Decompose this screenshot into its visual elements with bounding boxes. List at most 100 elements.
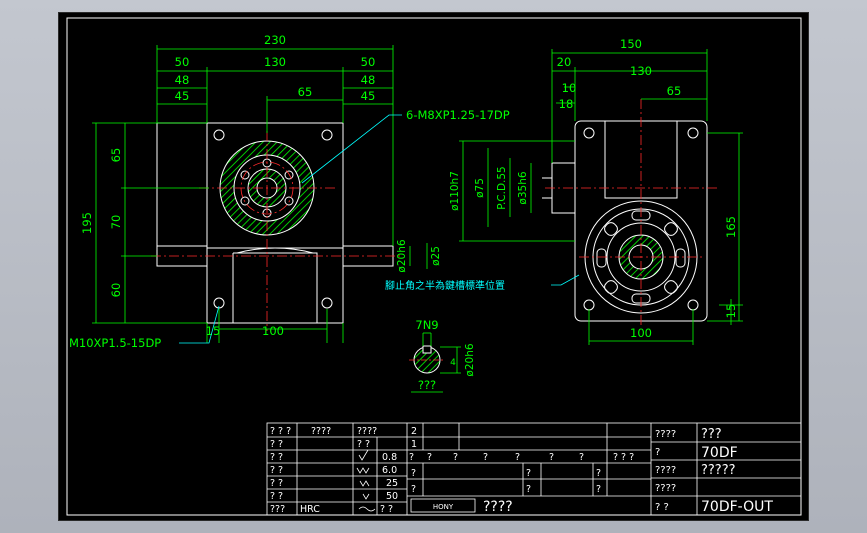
key-shaft-label: ø20h6 (464, 343, 476, 376)
dim-65-horizontal: 65 (298, 85, 313, 99)
tb-left-r6c2: ? ? (380, 504, 393, 515)
tb-sign-0: ? (411, 468, 416, 479)
tb-left-r6c0: ??? (270, 504, 285, 515)
dim-130-side: 130 (630, 64, 652, 78)
dim-18: 18 (559, 97, 574, 111)
tb-rev-bottom: 1 (411, 439, 417, 450)
tb-header-1: ? (427, 452, 432, 463)
callout-tapped-holes: 6-M8XP1.25-17DP (406, 108, 510, 122)
side-dimensions (459, 49, 743, 345)
dim-195: 195 (80, 212, 94, 234)
tb-header-5: ? (549, 452, 554, 463)
tb-right-label-2: ???? (655, 465, 676, 476)
dim-20: 20 (557, 55, 572, 69)
tb-header-6: ? (579, 452, 584, 463)
tb-left-r4c2: 25 (386, 478, 398, 489)
tb-left-r2c2: 0.8 (382, 452, 397, 463)
tb-left-r4c0: ? ? (270, 478, 283, 489)
front-centerlines (151, 131, 403, 331)
dim-pcd55: P.C.D.55 (496, 166, 508, 210)
tb-left-r0c1: ???? (311, 426, 331, 437)
tb-right-label-3: ???? (655, 483, 676, 494)
front-dimensions (92, 45, 428, 343)
dim-48-right: 48 (361, 73, 376, 87)
tb-left-r6c1: HRC (300, 504, 320, 515)
tb-company-logo: HONY (433, 503, 454, 511)
dim-15-front: 15 (206, 324, 221, 338)
drawing-canvas: 230 50 130 50 48 48 45 45 65 195 65 70 6… (66, 17, 802, 516)
tb-right-value-1: 70DF (701, 445, 738, 461)
dim-48-left: 48 (175, 73, 190, 87)
tb-sign-5: ? (596, 484, 601, 495)
surface-finish-symbols (356, 449, 376, 512)
tb-right-value-4: 70DF-OUT (701, 499, 773, 515)
title-right-cells: ???? ??? ? 70DF ???? ????? ???? ? ? 70DF… (655, 427, 773, 515)
dim-130: 130 (264, 55, 286, 69)
dim-100-front: 100 (262, 324, 284, 338)
tb-sign-4: ? (596, 468, 601, 479)
callout-base-holes: M10XP1.5-15DP (69, 336, 161, 350)
key-detail (409, 332, 461, 393)
tb-rev-top: 2 (411, 426, 417, 437)
dim-50-left: 50 (175, 55, 190, 69)
key-depth-label: 4 (450, 358, 456, 368)
front-leaders (179, 114, 402, 344)
tb-header-2: ? (453, 452, 458, 463)
dim-35h6: ø35h6 (517, 171, 529, 204)
dim-65-vertical: 65 (109, 148, 123, 163)
dim-150: 150 (620, 37, 642, 51)
dim-50-right: 50 (361, 55, 376, 69)
dim-15-side: 15 (724, 304, 738, 319)
tb-drawing-name: ???? (483, 499, 513, 515)
tb-left-r3c2: 6.0 (382, 465, 397, 476)
dim-10: 10 (562, 81, 577, 95)
tb-left-r3c0: ? ? (270, 465, 283, 476)
side-centerlines (545, 99, 717, 325)
tb-right-label-0: ???? (655, 429, 676, 440)
title-block (266, 422, 802, 516)
dim-45-left: 45 (175, 89, 190, 103)
dim-165: 165 (724, 216, 738, 238)
tb-header-4: ? (515, 452, 520, 463)
tb-header-0: ? (409, 452, 414, 463)
dim-60: 60 (109, 283, 123, 298)
front-dim-labels: 230 50 130 50 48 48 45 45 65 195 65 70 6… (80, 33, 442, 338)
tb-sign-2: ? (526, 468, 531, 479)
dim-75: ø75 (474, 178, 486, 198)
side-leaders (551, 274, 580, 286)
title-left-cells: ? ? ? ???? ???? ? ? ? ? ? ? 0.8 ? ? 6.0 … (270, 426, 398, 515)
key-detail-title: ??? (418, 378, 436, 392)
tb-left-r5c2: 50 (386, 491, 398, 502)
tb-header-3: ? (483, 452, 488, 463)
tb-header-7: ? ? ? (613, 452, 634, 463)
tb-right-label-4: ? ? (655, 502, 669, 513)
dim-65-side: 65 (667, 84, 682, 98)
drawing-viewport[interactable]: 230 50 130 50 48 48 45 45 65 195 65 70 6… (58, 12, 809, 521)
tb-left-r1c1: ? ? (357, 439, 370, 450)
dim-230: 230 (264, 33, 286, 47)
callout-keyway-note: 腳止角之半為鍵槽標準位置 (385, 279, 505, 292)
side-dim-labels: 150 20 130 10 18 65 ø110h7 ø75 P.C.D.55 … (449, 37, 738, 340)
dim-100-side: 100 (630, 326, 652, 340)
tb-left-r0c0: ? ? ? (270, 426, 291, 437)
front-view (156, 122, 394, 324)
tb-left-r5c0: ? ? (270, 491, 283, 502)
dim-shaft-25: ø25 (430, 246, 442, 266)
tb-left-r0c2: ???? (357, 426, 377, 437)
dim-110h7: ø110h7 (449, 171, 461, 211)
dim-70: 70 (109, 215, 123, 230)
tb-sign-3: ? (526, 484, 531, 495)
tb-left-r1c0: ? ? (270, 439, 283, 450)
title-middle-cells: 2 1 ? ? ? ? ? ? ? ? ? ? ? ? ? ? ? ? HONY… (409, 426, 634, 515)
dim-shaft-20h6: ø20h6 (396, 239, 408, 272)
tb-right-label-1: ? (655, 447, 660, 458)
tb-left-r2c0: ? ? (270, 452, 283, 463)
side-view (542, 120, 708, 322)
dim-45-right: 45 (361, 89, 376, 103)
tb-right-value-0: ??? (701, 427, 722, 442)
front-base (206, 248, 344, 324)
key-width-label: 7N9 (415, 318, 438, 332)
tb-sign-1: ? (411, 484, 416, 495)
tb-right-value-2: ????? (701, 463, 736, 478)
